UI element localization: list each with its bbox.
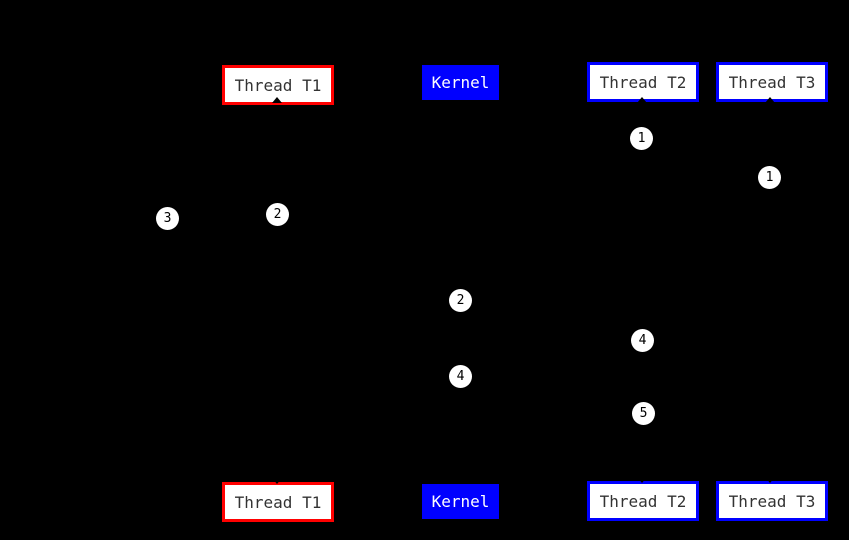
step-marker-3: 3 bbox=[156, 207, 179, 230]
actor-label-kernel: Kernel bbox=[431, 73, 490, 92]
actor-box-thread-t3-bottom: Thread T3 bbox=[716, 481, 828, 521]
actor-label-thread-t1: Thread T1 bbox=[234, 75, 322, 95]
lifeline-thread-t2 bbox=[642, 104, 644, 481]
actor-label-thread-t3: Thread T3 bbox=[728, 491, 816, 511]
step-marker-label: 2 bbox=[273, 207, 282, 222]
actor-box-thread-t1-bottom: Thread T1 bbox=[222, 482, 334, 522]
step-marker-2: 2 bbox=[449, 289, 472, 312]
step-marker-label: 4 bbox=[456, 369, 465, 384]
lifeline-arrowhead-icon bbox=[637, 97, 647, 103]
step-marker-label: 1 bbox=[765, 170, 774, 185]
step-marker-1: 1 bbox=[758, 166, 781, 189]
actor-label-thread-t3: Thread T3 bbox=[728, 72, 816, 92]
actor-label-kernel: Kernel bbox=[431, 492, 490, 511]
step-marker-4: 4 bbox=[449, 365, 472, 388]
lifeline-thread-t1 bbox=[276, 104, 278, 481]
lifeline-arrowhead-icon bbox=[272, 97, 282, 103]
step-marker-label: 3 bbox=[163, 211, 172, 226]
step-marker-label: 5 bbox=[639, 406, 648, 421]
actor-box-kernel-top: Kernel bbox=[422, 65, 499, 100]
step-marker-label: 1 bbox=[637, 131, 646, 146]
actor-label-thread-t2: Thread T2 bbox=[599, 491, 687, 511]
step-marker-4: 4 bbox=[631, 329, 654, 352]
actor-box-thread-t2-bottom: Thread T2 bbox=[587, 481, 699, 521]
step-marker-label: 4 bbox=[638, 333, 647, 348]
lifeline-thread-t3 bbox=[770, 104, 772, 481]
step-marker-1: 1 bbox=[630, 127, 653, 150]
actor-label-thread-t1: Thread T1 bbox=[234, 492, 322, 512]
actor-box-kernel-bottom: Kernel bbox=[422, 484, 499, 519]
actor-box-thread-t2-top: Thread T2 bbox=[587, 62, 699, 102]
lifeline-arrowhead-icon bbox=[637, 477, 647, 483]
step-marker-5: 5 bbox=[632, 402, 655, 425]
step-marker-2: 2 bbox=[266, 203, 289, 226]
actor-box-thread-t3-top: Thread T3 bbox=[716, 62, 828, 102]
lifeline-arrowhead-icon bbox=[272, 478, 282, 484]
step-marker-label: 2 bbox=[456, 293, 465, 308]
lifeline-arrowhead-icon bbox=[765, 477, 775, 483]
actor-label-thread-t2: Thread T2 bbox=[599, 72, 687, 92]
lifeline-arrowhead-icon bbox=[765, 97, 775, 103]
